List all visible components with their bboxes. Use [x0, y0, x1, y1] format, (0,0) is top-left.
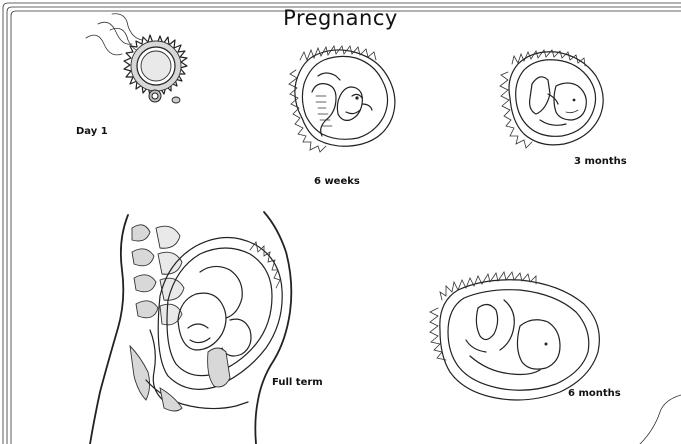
embryo-6-weeks-illustration [289, 46, 395, 152]
fetus-3-months-illustration [500, 50, 603, 148]
fetus-6-months-illustration [430, 272, 599, 400]
stage-label-6-weeks: 6 weeks [314, 176, 360, 187]
stage-label-6-months: 6 months [568, 388, 621, 399]
stage-label-full-term: Full term [272, 377, 323, 388]
stage-label-day-1: Day 1 [76, 126, 108, 137]
stage-label-3-months: 3 months [574, 156, 627, 167]
fetus-full-term-illustration [90, 212, 291, 444]
page-title: Pregnancy [0, 6, 681, 30]
